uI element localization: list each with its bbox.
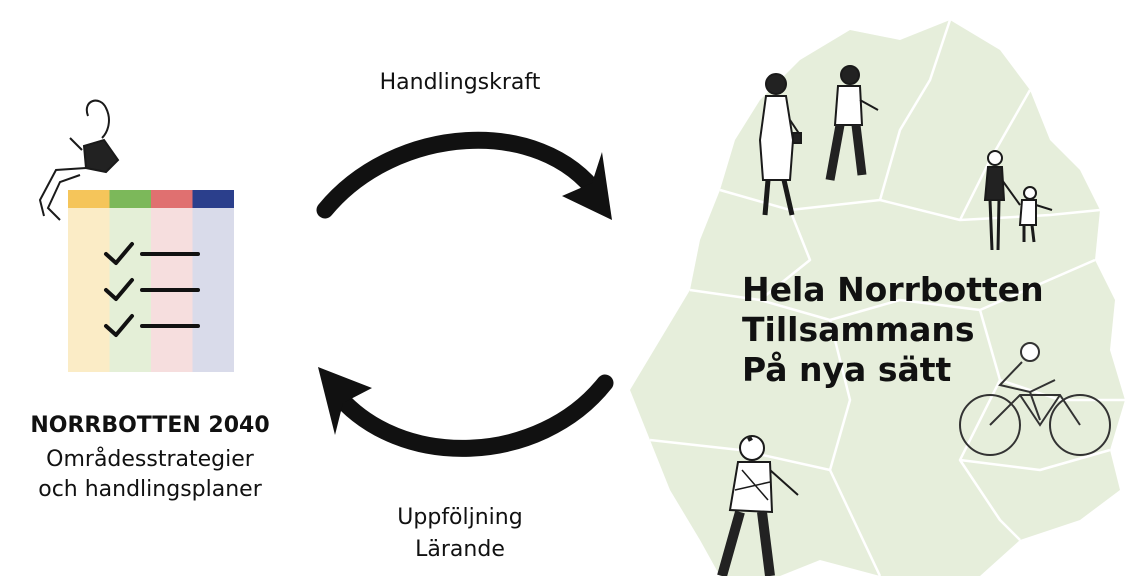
- plan-subtitle-line2: och handlingsplaner: [38, 477, 262, 502]
- slogan-line3: På nya sätt: [742, 350, 952, 389]
- plan-column-body: [68, 208, 110, 372]
- cyclist-illustration: [959, 342, 1111, 456]
- bottom-arrow-label-line2: Lärande: [415, 537, 505, 562]
- plan-column-header: [109, 190, 151, 208]
- plan-title: NORRBOTTEN 2040: [30, 413, 270, 438]
- person-walking-jacket-illustration: [825, 65, 879, 181]
- parent-and-child-illustration: [983, 150, 1053, 251]
- slogan-line2: Tillsammans: [742, 310, 975, 349]
- person-walking-coat-illustration: [758, 73, 802, 216]
- plan-subtitle-line1: Områdesstrategier: [46, 447, 254, 472]
- plan-column-header: [151, 190, 193, 208]
- bottom-arrow-label-line1: Uppföljning: [397, 505, 523, 530]
- top-arrow-label: Handlingskraft: [379, 70, 541, 95]
- plan-column-header: [68, 190, 110, 208]
- arrow-top-icon: [316, 131, 612, 220]
- slogan-block: Hela Norrbotten Tillsammans På nya sätt: [742, 270, 1044, 390]
- map-borders: [649, 19, 1125, 576]
- arrow-bottom-icon: [318, 367, 614, 457]
- check-icon: [104, 314, 134, 337]
- sitting-person-illustration: [38, 99, 120, 221]
- check-icon: [104, 242, 134, 265]
- plan-columns: [68, 190, 234, 372]
- checklist: [104, 242, 200, 337]
- plan-column-header: [192, 190, 234, 208]
- person-plaid-shirt-illustration: [717, 435, 799, 576]
- plan-document: [68, 190, 234, 372]
- check-icon: [104, 278, 134, 301]
- slogan-line1: Hela Norrbotten: [742, 270, 1044, 309]
